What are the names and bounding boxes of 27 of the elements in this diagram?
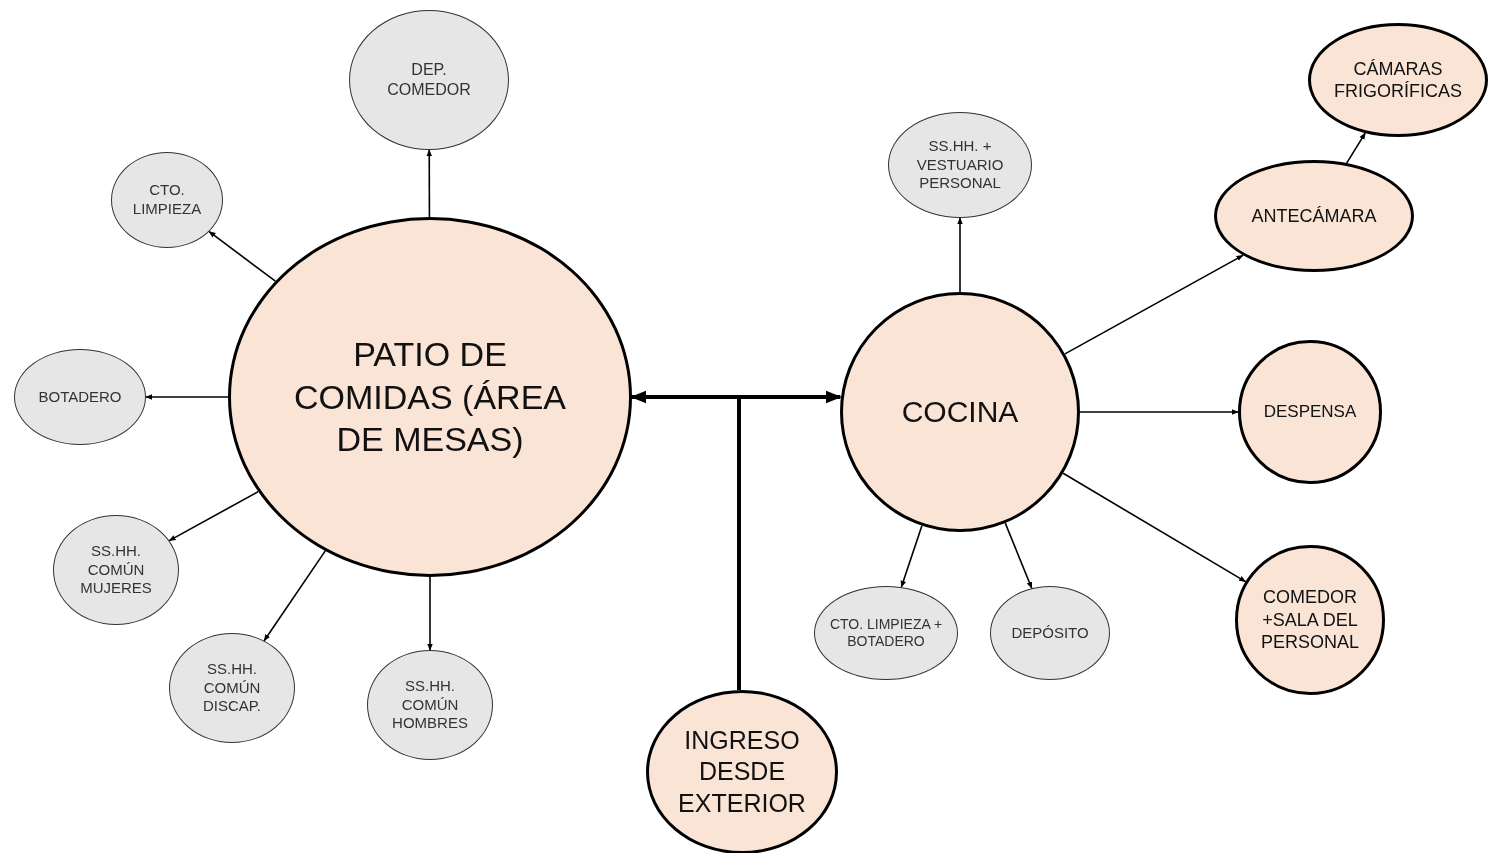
node-label: ANTECÁMARA — [1251, 204, 1377, 228]
node-label: CÁMARAS FRIGORÍFICAS — [1333, 57, 1463, 103]
arrow — [145, 394, 229, 400]
node-label: SS.HH. COMÚN DISCAP. — [201, 659, 263, 717]
node-label: DESPENSA — [1263, 401, 1357, 423]
node-label: DEPÓSITO — [1011, 623, 1089, 643]
node-label: CTO. LIMPIEZA — [131, 181, 203, 219]
arrow — [957, 217, 963, 293]
arrow — [900, 525, 923, 588]
node-label: CTO. LIMPIEZA + BOTADERO — [828, 615, 944, 651]
node-label: BOTADERO — [38, 387, 122, 407]
arrow — [427, 576, 433, 651]
arrow — [737, 390, 842, 690]
node-label: DEP. COMEDOR — [386, 60, 472, 100]
node-label: PATIO DE COMIDAS (ÁREA DE MESAS) — [292, 334, 567, 461]
node-label: COMEDOR +SALA DEL PERSONAL — [1259, 586, 1360, 654]
node-label: SS.HH. + VESTUARIO PERSONAL — [915, 136, 1005, 194]
arrow — [426, 149, 433, 218]
arrow — [263, 550, 327, 642]
arrow — [1062, 472, 1247, 583]
node-label: COCINA — [901, 394, 1019, 431]
node-label: SS.HH. COMÚN MUJERES — [79, 541, 153, 599]
arrow — [1004, 522, 1033, 589]
arrow — [1079, 409, 1239, 415]
node-label: SS.HH. COMÚN HOMBRES — [391, 676, 469, 734]
arrow — [1064, 254, 1244, 355]
node-label: INGRESO DESDE EXTERIOR — [677, 725, 807, 819]
